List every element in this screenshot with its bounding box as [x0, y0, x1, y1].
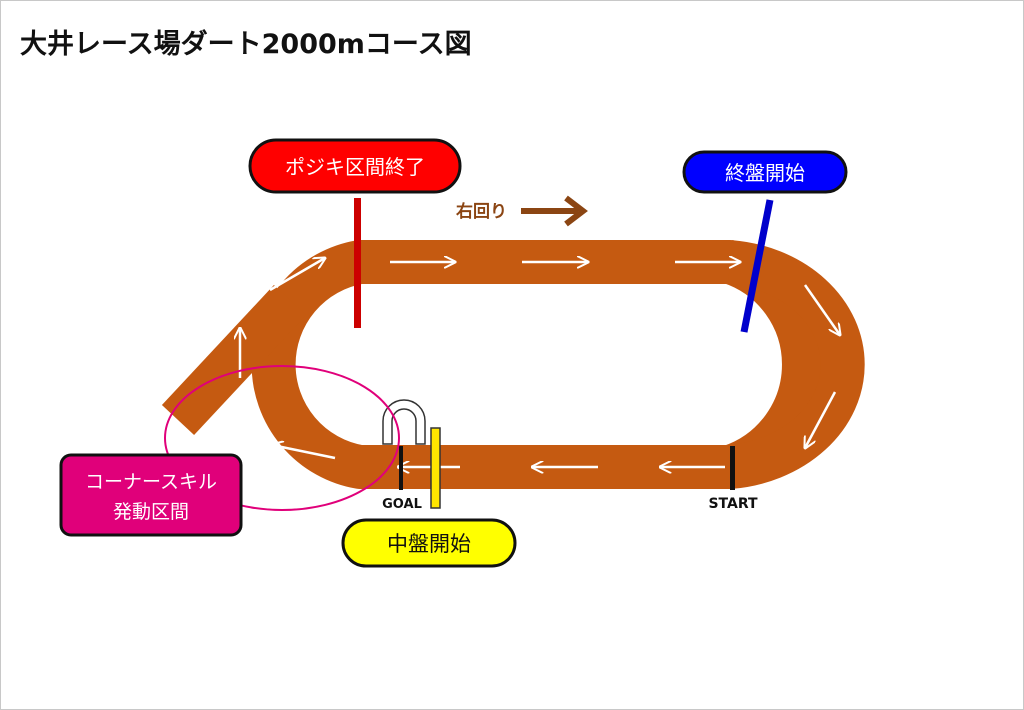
track-arrow	[805, 391, 837, 448]
outer-oval-track	[251, 240, 826, 489]
corner-skill-label-line1: コーナースキル	[85, 471, 217, 493]
start-marker	[730, 446, 735, 490]
mid-stage-callout: 中盤開始	[341, 518, 517, 568]
mid-stage-marker	[430, 427, 441, 509]
corner-skill-callout: コーナースキル 発動区間	[59, 453, 243, 537]
start-label: START	[708, 496, 758, 512]
posiki-end-callout: ポジキ区間終了	[248, 138, 462, 194]
posiki-end-label: ポジキ区間終了	[285, 155, 425, 179]
goal-gate-icon	[382, 399, 426, 445]
direction-label: 右回り	[456, 201, 507, 222]
track-arrow	[269, 258, 325, 292]
page-title: 大井レース場ダート2000mコース図	[20, 29, 472, 60]
final-stage-label: 終盤開始	[725, 161, 805, 185]
goal-marker	[399, 446, 403, 490]
track-arrow	[272, 445, 336, 460]
diagonal-chute	[161, 284, 307, 436]
posiki-end-marker	[354, 198, 361, 328]
track-arrow	[803, 284, 840, 335]
goal-label: GOAL	[382, 497, 422, 512]
track-arrows	[240, 258, 840, 467]
final-stage-callout: 終盤開始	[682, 150, 848, 194]
mid-stage-label: 中盤開始	[387, 532, 471, 556]
inner-turn-spur	[727, 240, 865, 489]
corner-skill-label-line2: 発動区間	[113, 501, 189, 523]
corner-skill-zone-circle	[164, 365, 400, 511]
direction-arrow-icon	[521, 195, 588, 227]
track	[161, 240, 865, 489]
final-stage-marker	[740, 199, 774, 333]
